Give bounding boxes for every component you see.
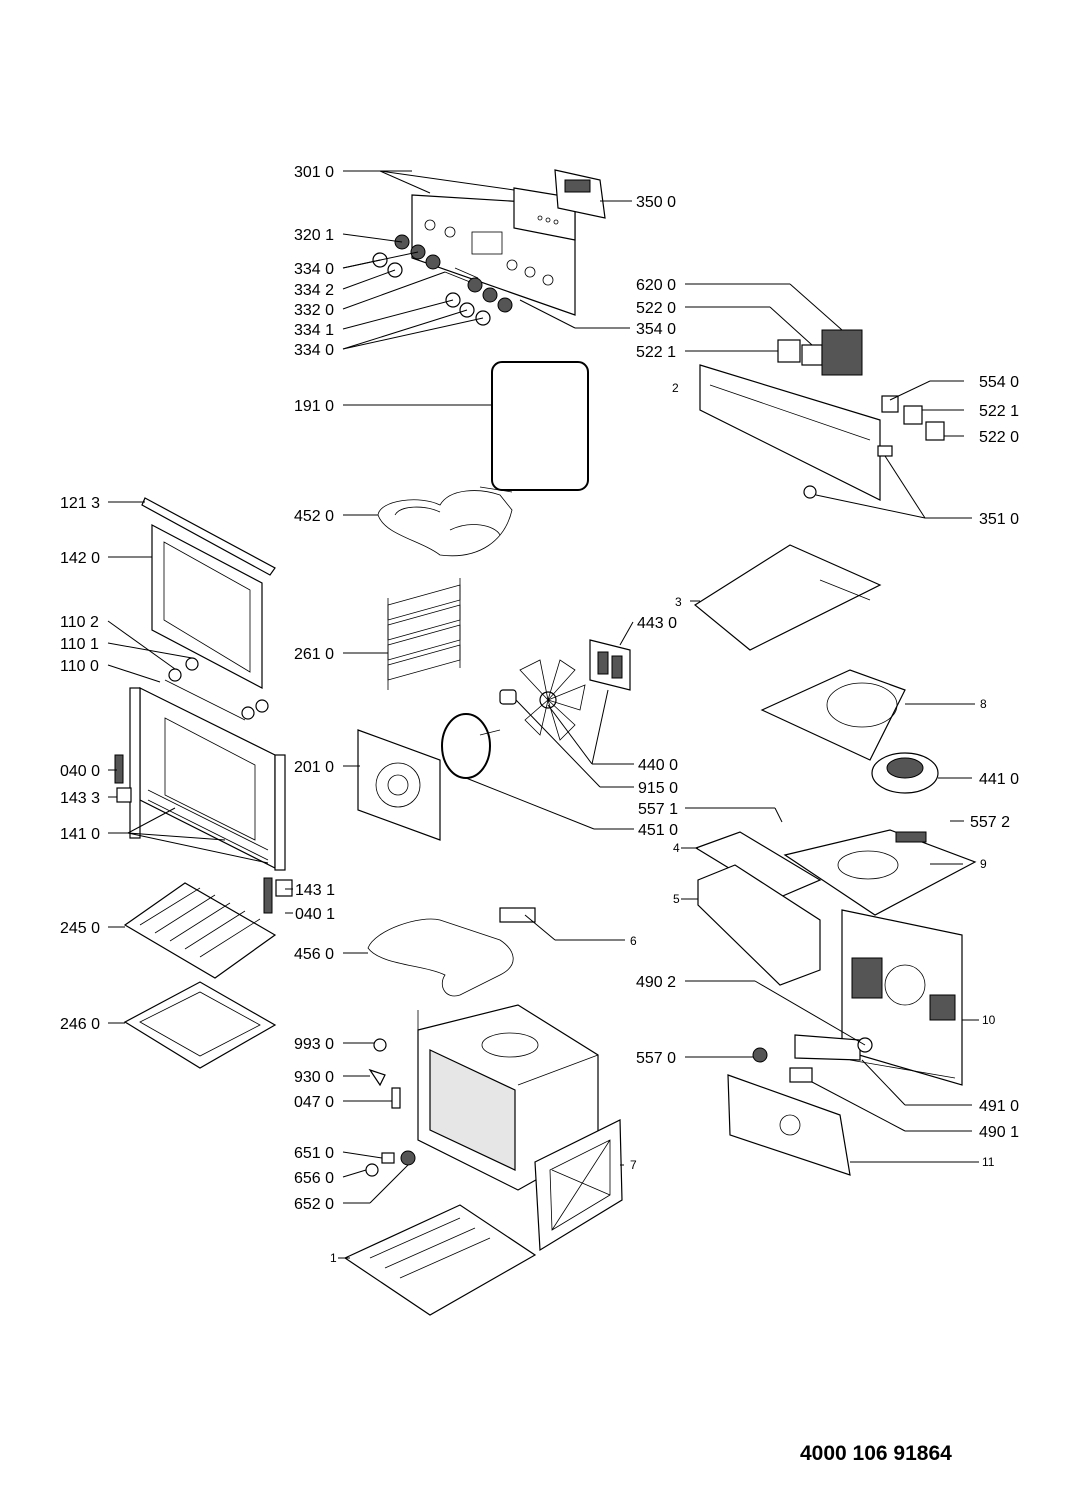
label-491-0: 491 0 bbox=[979, 1098, 1019, 1115]
document-number: 4000 106 91864 bbox=[800, 1442, 952, 1465]
selector-switches-part bbox=[777, 329, 945, 499]
label-554-0: 554 0 bbox=[979, 374, 1019, 391]
label-354-0: 354 0 bbox=[636, 321, 676, 338]
label-141-0: 141 0 bbox=[60, 826, 100, 843]
label-651-0: 651 0 bbox=[294, 1145, 334, 1162]
label-522-1-upper: 522 1 bbox=[636, 344, 676, 361]
label-320-1: 320 1 bbox=[294, 227, 334, 244]
label-10: 10 bbox=[982, 1013, 996, 1027]
label-490-1: 490 1 bbox=[979, 1124, 1019, 1141]
label-7: 7 bbox=[630, 1158, 637, 1172]
label-040-1: 040 1 bbox=[295, 906, 335, 923]
label-334-0-top: 334 0 bbox=[294, 261, 334, 278]
label-522-0-lower: 522 0 bbox=[979, 429, 1019, 446]
label-191-0: 191 0 bbox=[294, 398, 334, 415]
label-332-0: 332 0 bbox=[294, 302, 334, 319]
label-1: 1 bbox=[330, 1251, 337, 1265]
label-121-3: 121 3 bbox=[60, 495, 100, 512]
label-110-0: 110 0 bbox=[60, 658, 99, 675]
door-gasket-part bbox=[491, 361, 589, 491]
label-557-2: 557 2 bbox=[970, 814, 1010, 831]
channel-parts bbox=[694, 831, 822, 986]
bottom-cover-part bbox=[343, 1204, 537, 1316]
wire-rack-part bbox=[123, 882, 277, 979]
label-557-0: 557 0 bbox=[636, 1050, 676, 1067]
label-522-0-upper: 522 0 bbox=[636, 300, 676, 317]
door-top-trim-part bbox=[141, 497, 276, 576]
label-3: 3 bbox=[675, 595, 682, 609]
door-hinges-part bbox=[114, 754, 293, 914]
label-557-1: 557 1 bbox=[638, 801, 678, 818]
control-bracket-part bbox=[699, 364, 881, 501]
label-201-0: 201 0 bbox=[294, 759, 334, 776]
label-301-0: 301 0 bbox=[294, 164, 334, 181]
label-441-0: 441 0 bbox=[979, 771, 1019, 788]
label-490-2: 490 2 bbox=[636, 974, 676, 991]
label-350-0: 350 0 bbox=[636, 194, 676, 211]
timer-module-part bbox=[554, 169, 606, 219]
fan-blade-part bbox=[499, 659, 586, 741]
outer-door-glass-part bbox=[151, 524, 263, 689]
lamp-and-fittings-part bbox=[365, 1038, 416, 1177]
label-142-0: 142 0 bbox=[60, 550, 100, 567]
label-334-2: 334 2 bbox=[294, 282, 334, 299]
part-labels: 301 0 350 0 320 1 334 0 334 2 332 0 334 … bbox=[60, 164, 1019, 1265]
inner-door-part bbox=[129, 687, 286, 871]
lower-rear-panel-part bbox=[727, 1074, 851, 1176]
label-11: 11 bbox=[982, 1155, 995, 1169]
label-351-0: 351 0 bbox=[979, 511, 1019, 528]
label-5: 5 bbox=[673, 892, 680, 906]
label-451-0: 451 0 bbox=[638, 822, 678, 839]
shelf-supports-part bbox=[387, 578, 461, 690]
side-bracket-part bbox=[534, 1119, 623, 1252]
baking-tray-part bbox=[123, 981, 277, 1069]
label-143-3: 143 3 bbox=[60, 790, 100, 807]
label-246-0: 246 0 bbox=[60, 1016, 100, 1033]
back-panel-part bbox=[841, 909, 963, 1086]
rear-cover-part bbox=[783, 829, 977, 916]
label-110-2: 110 2 bbox=[60, 614, 99, 631]
door-bushes-part bbox=[164, 657, 269, 721]
label-110-1: 110 1 bbox=[60, 636, 99, 653]
label-245-0: 245 0 bbox=[60, 920, 100, 937]
cooling-fan-part bbox=[871, 752, 939, 794]
fan-housing-part bbox=[760, 669, 906, 761]
label-6: 6 bbox=[630, 934, 637, 948]
leader-lines bbox=[107, 170, 979, 1259]
label-656-0: 656 0 bbox=[294, 1170, 334, 1187]
thermostat-part bbox=[752, 1047, 768, 1063]
label-522-1-lower: 522 1 bbox=[979, 403, 1019, 420]
label-4: 4 bbox=[673, 841, 680, 855]
label-047-0: 047 0 bbox=[294, 1094, 334, 1111]
label-652-0: 652 0 bbox=[294, 1196, 334, 1213]
label-9: 9 bbox=[980, 857, 987, 871]
label-993-0: 993 0 bbox=[294, 1036, 334, 1053]
label-261-0: 261 0 bbox=[294, 646, 334, 663]
label-334-0-bottom: 334 0 bbox=[294, 342, 334, 359]
fan-cover-part bbox=[357, 729, 441, 841]
label-930-0: 930 0 bbox=[294, 1069, 334, 1086]
label-456-0: 456 0 bbox=[294, 946, 334, 963]
label-452-0: 452 0 bbox=[294, 508, 334, 525]
terminal-block-part bbox=[789, 1034, 873, 1083]
top-cover-part bbox=[693, 544, 882, 651]
label-040-0: 040 0 bbox=[60, 763, 100, 780]
label-915-0: 915 0 bbox=[638, 780, 678, 797]
label-440-0: 440 0 bbox=[638, 757, 678, 774]
oven-cavity-part bbox=[417, 1004, 599, 1191]
bottom-element-part bbox=[367, 907, 536, 997]
label-334-1: 334 1 bbox=[294, 322, 334, 339]
label-2: 2 bbox=[672, 381, 679, 395]
circular-element-part bbox=[441, 713, 501, 779]
label-620-0: 620 0 bbox=[636, 277, 676, 294]
grill-element-part bbox=[377, 486, 513, 557]
label-8: 8 bbox=[980, 697, 987, 711]
fan-motor-part bbox=[589, 639, 631, 691]
label-443-0: 443 0 bbox=[637, 615, 677, 632]
label-143-1: 143 1 bbox=[295, 882, 335, 899]
